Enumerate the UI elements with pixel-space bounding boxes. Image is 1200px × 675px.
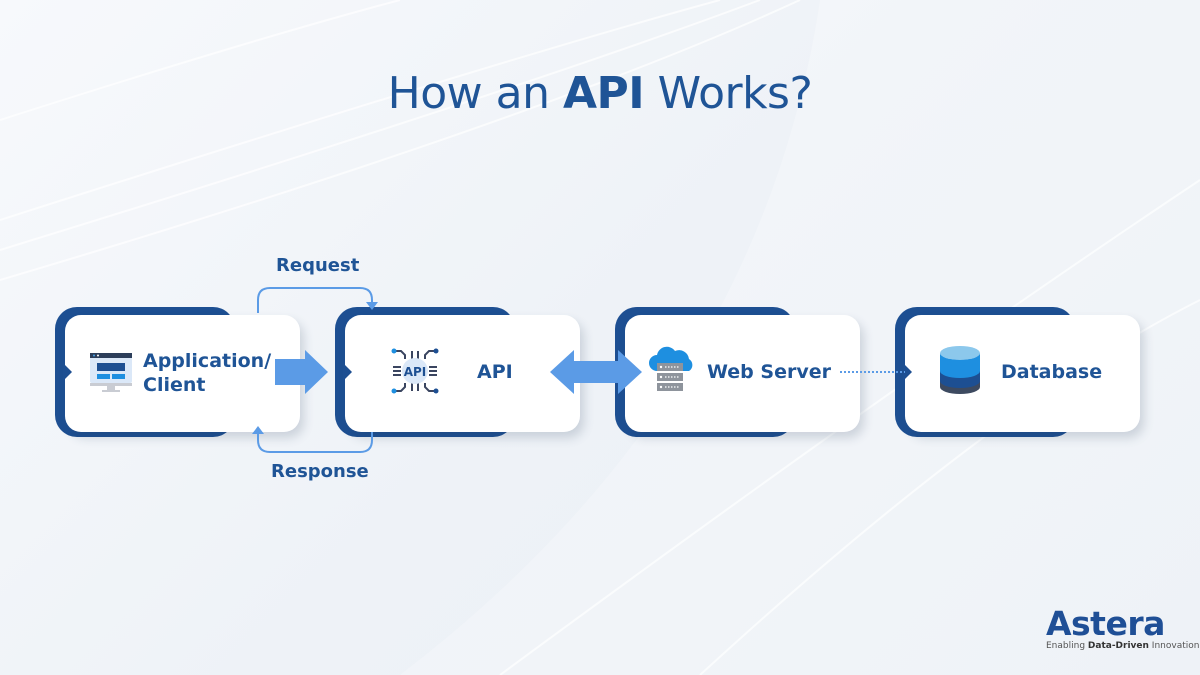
- page-title: How an API Works?: [387, 68, 813, 119]
- svg-text:API: API: [404, 365, 427, 379]
- forward-arrow: [275, 350, 328, 394]
- request-arrow: [257, 287, 373, 313]
- logo-tagline: Enabling Data-Driven Innovation: [1046, 641, 1200, 651]
- api-chip-icon: API: [391, 348, 439, 394]
- astera-logo: Astera Enabling Data-Driven Innovation: [1046, 604, 1200, 652]
- node-database: Database: [895, 307, 1140, 437]
- node-label: Application/Client: [143, 350, 272, 396]
- node-api: API API: [335, 307, 580, 437]
- cloud-server-icon: [649, 346, 693, 391]
- node-web-server: Web Server: [615, 307, 860, 437]
- logo-brand: Astera: [1046, 604, 1165, 643]
- node-label: API: [477, 361, 513, 383]
- node-application-client: Application/Client: [55, 307, 300, 437]
- response-label: Response: [271, 461, 369, 482]
- node-label: Web Server: [707, 361, 831, 383]
- monitor-icon: [90, 353, 132, 392]
- database-icon: [940, 346, 980, 394]
- request-label: Request: [276, 255, 360, 276]
- node-label: Database: [1001, 361, 1103, 383]
- bidirectional-arrow: [550, 350, 642, 394]
- response-arrow: [257, 432, 373, 453]
